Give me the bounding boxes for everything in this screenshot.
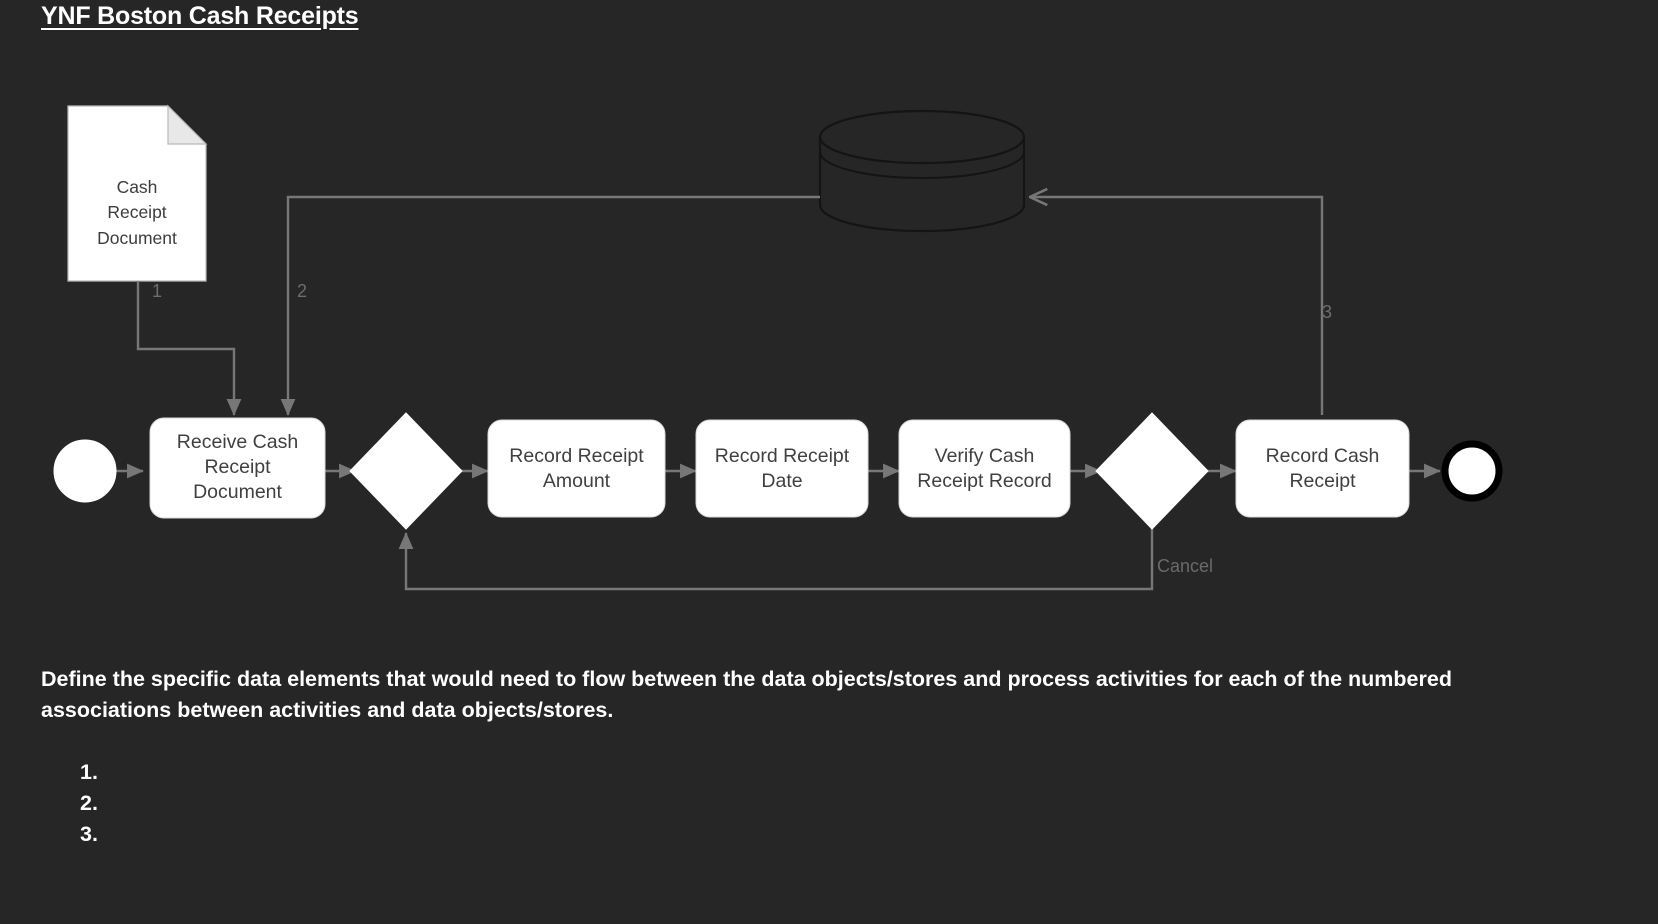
answer-item-3[interactable]: 3. xyxy=(80,822,98,846)
page-title: YNF Boston Cash Receipts xyxy=(41,2,359,30)
data-store-rim-line xyxy=(819,151,1025,179)
start-event[interactable] xyxy=(53,439,117,503)
answer-item-1[interactable]: 1. xyxy=(80,760,98,784)
end-event[interactable] xyxy=(1441,440,1503,502)
association-3-path xyxy=(1030,197,1324,415)
flow-cancel-loop xyxy=(398,527,1154,591)
data-store-cylinder xyxy=(818,109,1026,233)
association-2-path xyxy=(280,195,820,416)
document-body xyxy=(67,105,207,282)
question-prompt: Define the specific data elements that w… xyxy=(41,667,1452,723)
bpmn-diagram: Cash Receipt Document Receive Cash Recei… xyxy=(53,104,1503,591)
association-1-path xyxy=(136,281,242,416)
task-record-receipt-date[interactable] xyxy=(695,419,869,518)
answer-list: 1. 2. 3. xyxy=(80,757,480,850)
task-receive-cash-receipt-document[interactable] xyxy=(149,417,326,519)
gateway-2[interactable] xyxy=(1095,412,1209,530)
task-verify-cash-receipt-record[interactable] xyxy=(898,419,1071,518)
document-folded-corner xyxy=(167,104,208,145)
data-object-cash-receipt-document xyxy=(67,104,208,282)
task-record-cash-receipt[interactable] xyxy=(1235,419,1410,518)
data-store-top-ellipse xyxy=(818,109,1026,165)
gateway-1[interactable] xyxy=(349,412,463,530)
diagram-svg xyxy=(53,104,1503,591)
answer-item-2[interactable]: 2. xyxy=(80,791,98,815)
task-record-receipt-amount[interactable] xyxy=(487,419,666,518)
